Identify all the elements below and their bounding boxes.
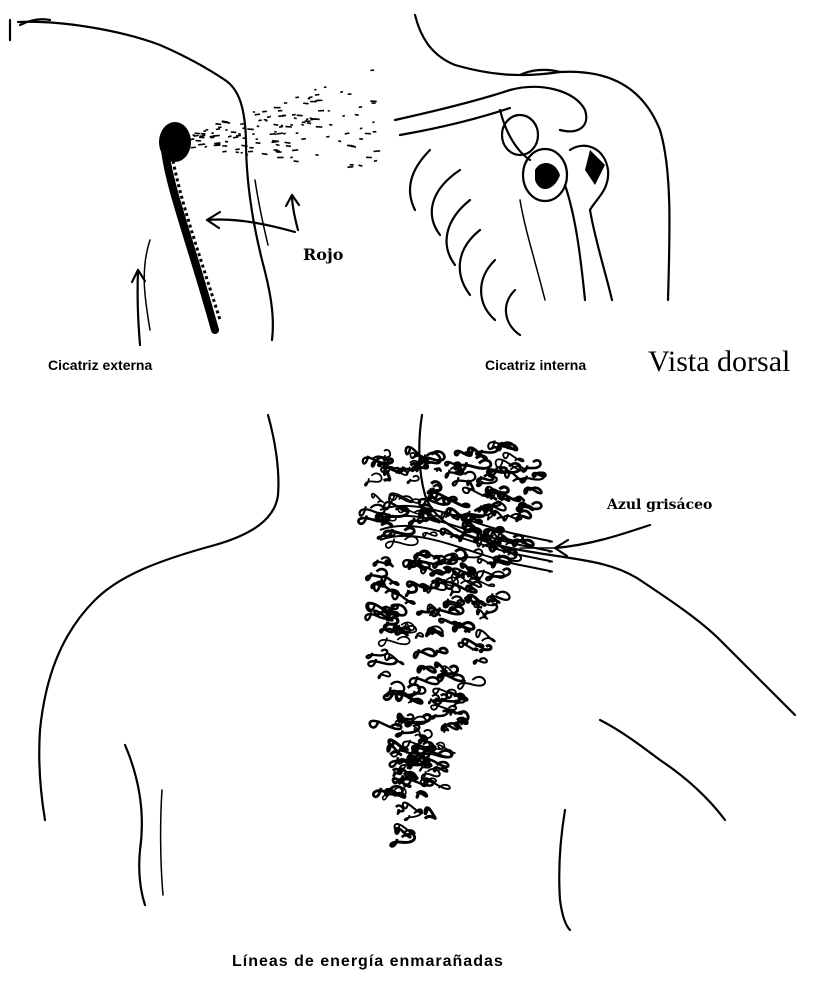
- tangle-loop: [379, 637, 410, 646]
- tangle-loop: [455, 450, 471, 455]
- tangle-loop: [414, 649, 435, 658]
- red-label: Rojo: [303, 245, 343, 264]
- tangle-loop: [416, 791, 426, 797]
- tangle-loop: [408, 773, 417, 779]
- tangle-loop: [431, 711, 447, 719]
- tangle-loop: [492, 598, 500, 602]
- tangle-loop: [425, 554, 439, 559]
- blue-gray-arrow: [520, 525, 650, 556]
- tangled-energy-caption: Líneas de energía enmarañadas: [232, 953, 504, 971]
- tangle-loop: [458, 460, 491, 471]
- tangle-loop: [523, 460, 541, 471]
- tangle-loop: [393, 769, 401, 776]
- tangle-loop: [433, 688, 456, 694]
- tangle-loop: [437, 579, 446, 583]
- tangle-loop: [476, 630, 494, 642]
- tangle-loop: [451, 585, 460, 595]
- tangle-loop: [365, 473, 382, 485]
- tangle-loop: [445, 461, 460, 465]
- tangle-loop: [384, 528, 414, 536]
- tangle-loop: [431, 704, 456, 709]
- external-scar-label: Cicatriz externa: [48, 357, 152, 373]
- tangle-loop: [407, 476, 418, 483]
- tangle-loop: [416, 633, 424, 638]
- tangle-loop: [435, 648, 448, 655]
- tangle-loop: [366, 569, 387, 580]
- dorsal-view-label: Vista dorsal: [648, 345, 790, 379]
- tangle-loop: [368, 658, 396, 666]
- tangle-loop: [410, 676, 439, 685]
- tangle-loop: [503, 453, 523, 462]
- tangled-energy-mass: [358, 440, 551, 846]
- tangle-loop: [372, 494, 383, 503]
- tangle-loop: [525, 486, 542, 493]
- tangle-loop: [384, 465, 394, 469]
- blue-gray-label: Azul grisáceo: [607, 497, 712, 513]
- tangle-loop: [423, 532, 437, 536]
- tangle-loop: [386, 536, 418, 547]
- tangle-loop: [439, 619, 456, 624]
- internal-scar-label: Cicatriz interna: [485, 357, 586, 373]
- tangle-loop: [425, 808, 435, 819]
- tangle-loop: [380, 628, 392, 632]
- tangle-loop: [478, 559, 494, 565]
- tangle-loop: [474, 658, 487, 664]
- tangle-loop: [434, 468, 441, 471]
- tangle-loop: [378, 672, 390, 679]
- tangle-loop: [403, 803, 422, 814]
- tangle-loop: [418, 665, 436, 672]
- tangle-loop: [533, 473, 545, 477]
